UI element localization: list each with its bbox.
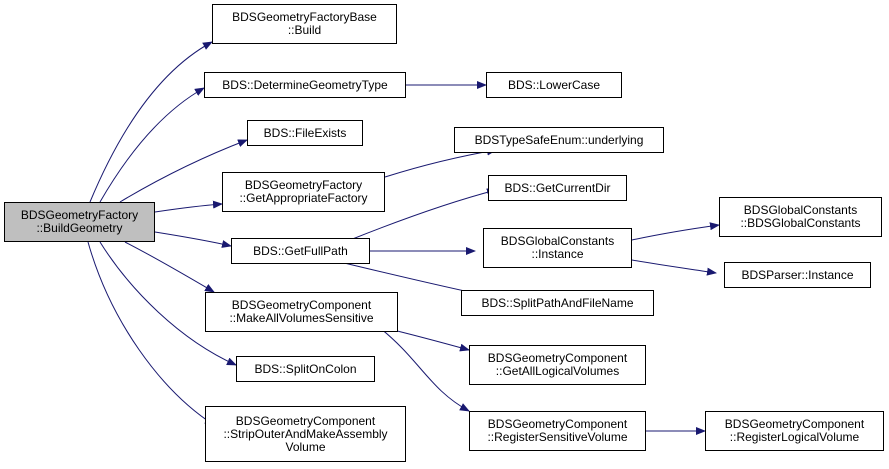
node-label-line: BDS::SplitOnColon [254,361,357,376]
node-label-line: ::RegisterSensitiveVolume [487,430,628,444]
node-global-constants-ctor[interactable]: BDSGlobalConstants ::BDSGlobalConstants [719,197,882,237]
edge-root-to-get-appropriate-factory [154,200,223,213]
node-label-line: BDS::FileExists [263,125,347,140]
node-label-line: BDSGeometryComponent [235,413,376,428]
node-global-constants-instance[interactable]: BDSGlobalConstants ::Instance [483,228,632,268]
edge-global-instance-to-parser-instance [631,259,717,276]
node-label-line: ::BDSGlobalConstants [740,216,861,230]
node-label-line: ::BuildGeometry [36,221,123,235]
edge-root-to-file-exists [119,139,248,203]
node-label-line: BDS::GetFullPath [253,243,348,258]
node-root-build-geometry: BDSGeometryFactory ::BuildGeometry [4,202,155,242]
node-label-line: BDSGeometryComponent [231,298,372,312]
node-label-line: BDSTypeSafeEnum::underlying [474,132,644,147]
node-get-full-path[interactable]: BDS::GetFullPath [231,238,370,264]
node-file-exists[interactable]: BDS::FileExists [247,120,363,146]
node-get-current-dir[interactable]: BDS::GetCurrentDir [488,175,627,201]
node-label-line: ::RegisterLogicalVolume [729,430,860,444]
node-label-line: BDSGeometryFactory [20,208,139,222]
node-factory-base-build[interactable]: BDSGeometryFactoryBase ::Build [212,4,397,44]
node-lower-case[interactable]: BDS::LowerCase [486,72,622,98]
node-get-all-logical-volumes[interactable]: BDSGeometryComponent ::GetAllLogicalVolu… [469,345,646,385]
node-label-line: ::Build [287,23,322,37]
node-label-line: BDSGeometryComponent [724,417,865,431]
edge-get-appropriate-factory-to-underlying [384,147,497,178]
edge-root-to-get-full-path [154,231,232,248]
edge-make-all-to-register-sensitive [379,327,470,412]
node-label-line: ::GetAppropriateFactory [239,191,368,205]
node-label-line: BDSGlobalConstants [743,203,858,217]
edge-root-to-split-on-colon [99,241,237,366]
edge-get-full-path-to-current-dir [349,188,497,241]
node-label-line: BDSGlobalConstants [500,234,615,248]
node-label-line: BDS::GetCurrentDir [504,180,611,195]
node-label-line: ::GetAllLogicalVolumes [495,364,620,378]
node-type-safe-enum-underlying[interactable]: BDSTypeSafeEnum::underlying [454,127,664,153]
node-label-line: Volume [285,439,326,454]
edge-root-to-factory-base-build [89,41,213,203]
node-label-line: BDSGeometryComponent [487,417,628,431]
node-label-line: BDSGeometryFactory [244,178,363,192]
node-label-line: BDS::DetermineGeometryType [222,77,388,92]
node-label-line: ::MakeAllVolumesSensitive [229,311,374,325]
node-register-sensitive-volume[interactable]: BDSGeometryComponent ::RegisterSensitive… [469,411,646,451]
edge-root-to-make-all-volumes-sensitive [124,241,215,293]
node-label-line: BDS::SplitPathAndFileName [481,295,634,310]
node-parser-instance[interactable]: BDSParser::Instance [724,262,871,288]
node-get-appropriate-factory[interactable]: BDSGeometryFactory ::GetAppropriateFacto… [222,172,385,212]
node-label-line: BDSGeometryComponent [487,351,628,365]
edge-root-to-strip-outer [87,241,215,426]
node-label-line: BDS::LowerCase [507,77,601,92]
node-label-line: BDSGeometryFactoryBase [232,10,377,24]
edge-global-instance-to-global-ctor [631,222,720,241]
node-register-logical-volume[interactable]: BDSGeometryComponent ::RegisterLogicalVo… [705,411,884,451]
node-label-line: BDSParser::Instance [741,267,854,282]
node-label-line: ::Instance [531,247,584,261]
node-determine-geometry-type[interactable]: BDS::DetermineGeometryType [204,72,406,98]
node-make-all-volumes-sensitive[interactable]: BDSGeometryComponent ::MakeAllVolumesSen… [205,292,398,332]
node-split-on-colon[interactable]: BDS::SplitOnColon [236,356,375,382]
edge-root-to-determine-geometry-type [99,87,205,203]
node-split-path-and-file-name[interactable]: BDS::SplitPathAndFileName [461,290,654,316]
node-label-line: ::StripOuterAndMakeAssembly [223,426,388,441]
node-strip-outer-and-make-assembly-volume[interactable]: BDSGeometryComponent ::StripOuterAndMake… [205,406,406,462]
